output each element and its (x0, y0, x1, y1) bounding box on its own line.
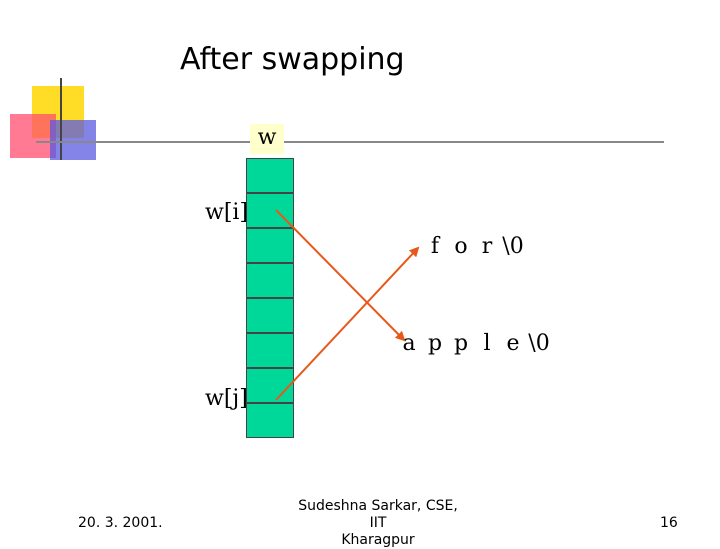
array-cell (246, 333, 294, 368)
arrow-wi-to-apple (275, 209, 406, 342)
string-char: p (427, 331, 443, 356)
arrow-wj-to-for (275, 246, 420, 401)
decor-vertical-line (60, 78, 62, 160)
string-char: a (402, 331, 416, 356)
footer-date: 20. 3. 2001. (78, 515, 163, 531)
index-j-label: w[j] (205, 386, 248, 411)
index-i-label: w[i] (205, 200, 249, 225)
array-cell (246, 368, 294, 403)
pointer-array-label: w (250, 124, 284, 154)
footer-author-line: Kharagpur (341, 532, 415, 548)
page-number: 16 (660, 515, 678, 531)
array-cell (246, 263, 294, 298)
string-char: f (430, 234, 440, 259)
title-underline (36, 141, 664, 143)
decor-blue-square (50, 120, 96, 160)
string-char: \0 (502, 234, 524, 259)
array-cell (246, 228, 294, 263)
array-cell (246, 158, 294, 193)
pointer-array (246, 158, 294, 438)
footer-author-line: Sudeshna Sarkar, CSE, IIT (298, 498, 458, 531)
array-cell (246, 193, 294, 228)
string-char: p (453, 331, 469, 356)
decor-red-square (10, 114, 56, 158)
slide-title: After swapping (180, 42, 405, 77)
footer-author: Sudeshna Sarkar, CSE, IIT Kharagpur (290, 498, 466, 549)
string-char: o (454, 234, 468, 259)
string-char: \0 (528, 331, 550, 356)
string-char: l (483, 331, 491, 356)
string-char: r (481, 234, 493, 259)
array-cell (246, 298, 294, 333)
string-char: e (506, 331, 520, 356)
array-cell (246, 403, 294, 438)
